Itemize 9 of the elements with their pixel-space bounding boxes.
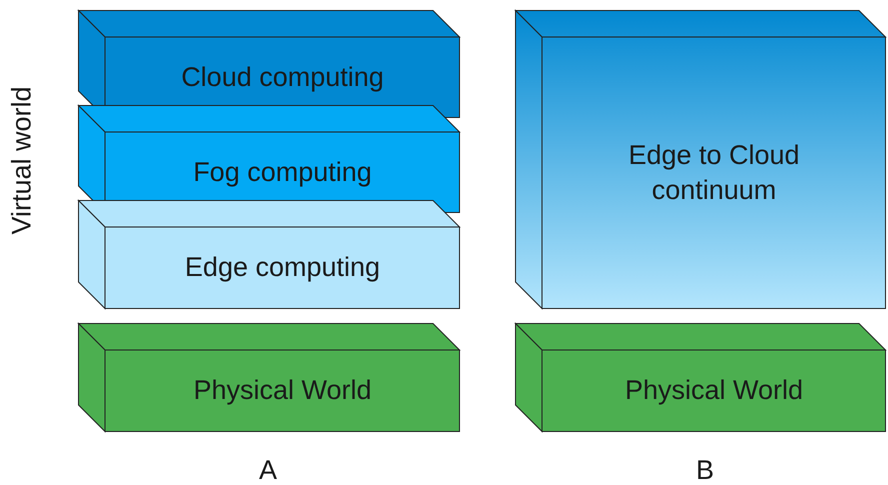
layer-label: Physical World — [193, 374, 372, 408]
layer-label: Fog computing — [193, 156, 372, 189]
layer-label: Edge computing — [184, 251, 380, 284]
layer-label: Cloud computing — [181, 60, 384, 94]
axis-label: Virtual world — [6, 86, 38, 234]
layer-label: Physical World — [624, 374, 804, 408]
panel-label: B — [696, 454, 714, 485]
layer-label: Edge to Cloud continuum — [627, 138, 801, 207]
panel-label: A — [258, 454, 277, 485]
